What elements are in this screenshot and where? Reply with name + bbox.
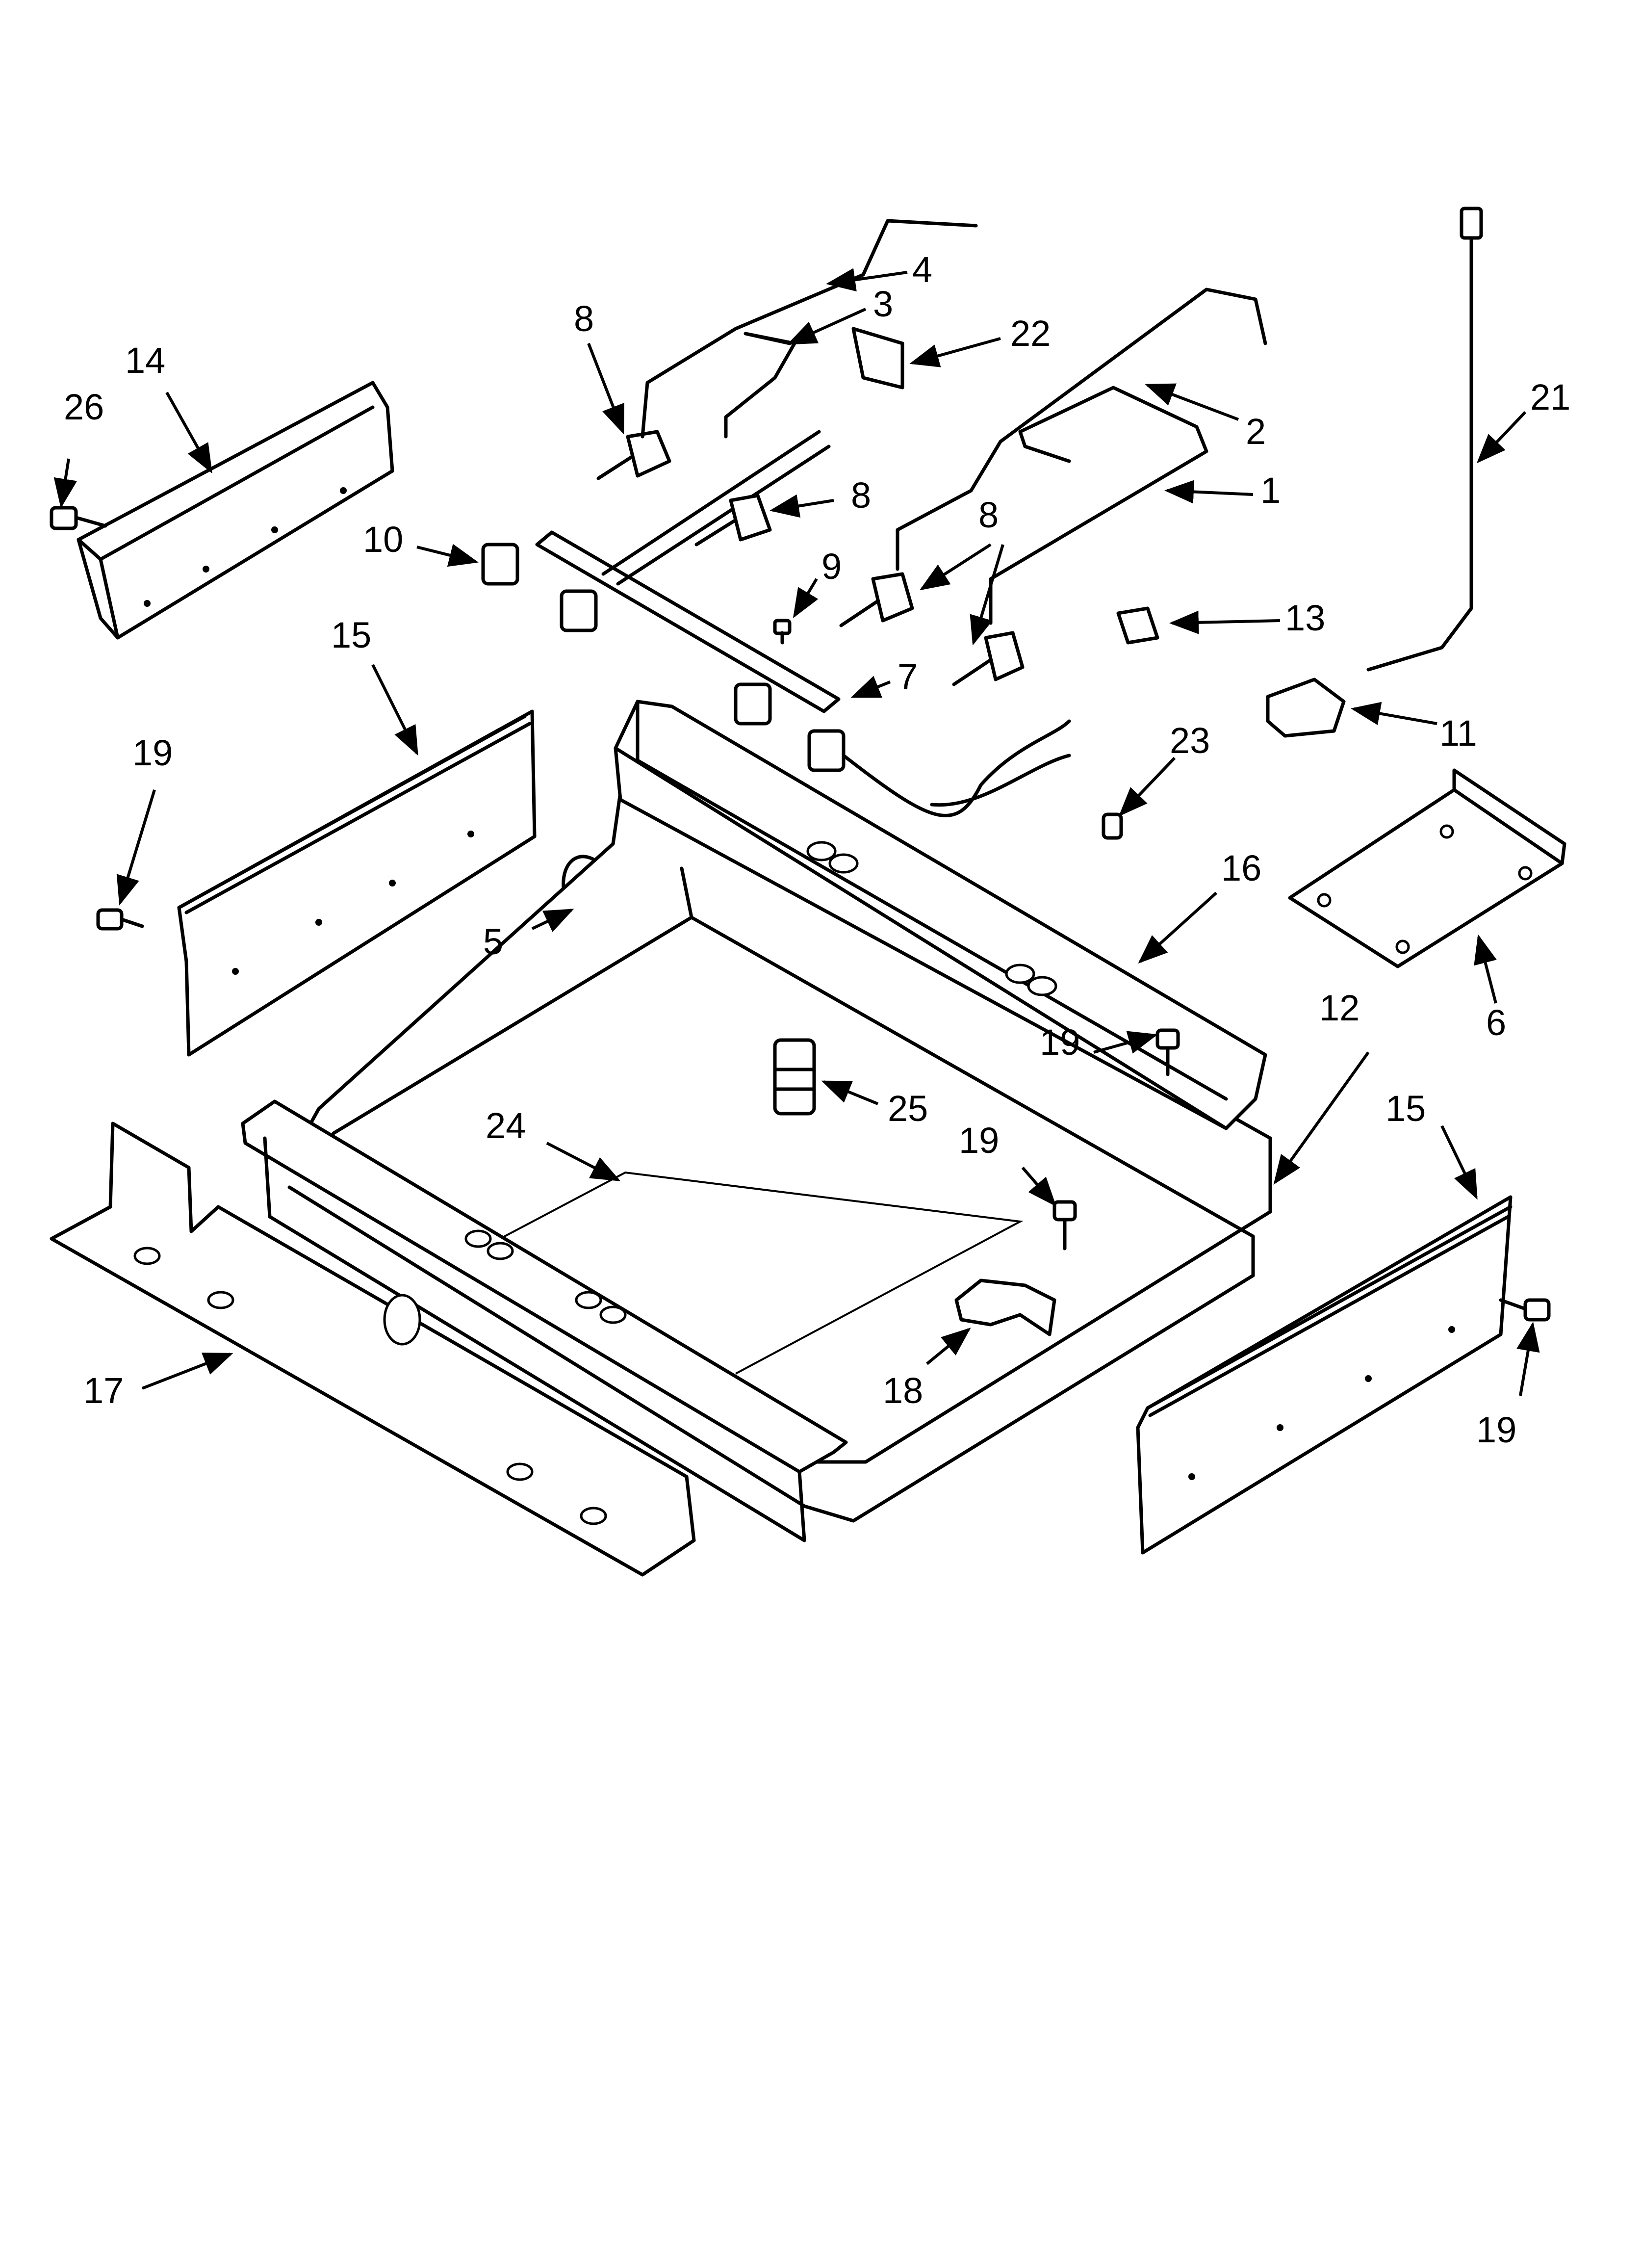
manifold-part [535, 430, 841, 713]
callout-25: 25 [888, 1088, 928, 1129]
callout-24: 24 [486, 1105, 526, 1146]
callout-19d: 19 [1476, 1409, 1516, 1450]
front-trim-part [50, 1121, 696, 1577]
ignition-switches-part [481, 543, 1071, 817]
callout-16: 16 [1221, 848, 1261, 888]
plate-part [1288, 768, 1566, 968]
right-side-panel-part [1136, 1195, 1513, 1555]
callout-4: 4 [912, 249, 932, 290]
callout-3: 3 [873, 284, 893, 324]
callout-18: 18 [883, 1370, 923, 1411]
callout-13: 13 [1285, 598, 1325, 638]
callout-10: 10 [363, 519, 403, 560]
callout-15a: 15 [331, 615, 371, 655]
rear-rail-part [614, 700, 1267, 1130]
callout-21: 21 [1530, 377, 1570, 417]
label-part [1116, 606, 1159, 645]
callout-15b: 15 [1385, 1088, 1426, 1129]
callout-6: 6 [1486, 1002, 1506, 1043]
front-rail-part [241, 1099, 848, 1542]
callout-11: 11 [1439, 713, 1477, 754]
screw-part-19-left [96, 908, 144, 931]
heat-shield-part [851, 327, 904, 390]
callout-7: 7 [898, 656, 918, 697]
spark-module-part [773, 1038, 816, 1116]
gas-supply-tube-part [1366, 207, 1483, 672]
screw-part-9 [773, 619, 792, 645]
mounting-bracket-part [954, 1278, 1056, 1336]
callout-9: 9 [821, 546, 842, 587]
gas-tubes-part [641, 219, 1267, 625]
leader-lines [53, 268, 1540, 1396]
callout-8c: 8 [978, 495, 999, 535]
callout-5: 5 [483, 921, 503, 962]
callout-8a: 8 [574, 298, 594, 339]
callout-22: 22 [1010, 313, 1051, 354]
callout-26: 26 [64, 387, 104, 427]
regulator-part [1266, 678, 1346, 738]
burner-valves-part [596, 430, 1025, 686]
callout-19b: 19 [1040, 1022, 1080, 1063]
callout-17: 17 [83, 1370, 124, 1411]
screw-part-19-chassis [1052, 1028, 1180, 1251]
callout-8b: 8 [851, 475, 871, 516]
callout-1: 1 [1260, 470, 1281, 511]
callout-23: 23 [1170, 720, 1210, 761]
callout-2: 2 [1246, 411, 1266, 452]
fitting-part-23 [1102, 812, 1123, 840]
callout-14: 14 [125, 340, 165, 381]
callout-labels: 1 2 3 4 5 6 7 8 8 8 9 10 11 12 13 14 15 … [64, 249, 1570, 1450]
screw-part-26 [50, 506, 107, 530]
callout-19a: 19 [132, 732, 173, 773]
left-bracket-part [77, 381, 394, 640]
callout-19c: 19 [959, 1120, 999, 1161]
callout-12: 12 [1319, 988, 1360, 1028]
screw-part-19-right [1499, 1298, 1551, 1322]
left-side-panel-part [177, 709, 537, 1057]
